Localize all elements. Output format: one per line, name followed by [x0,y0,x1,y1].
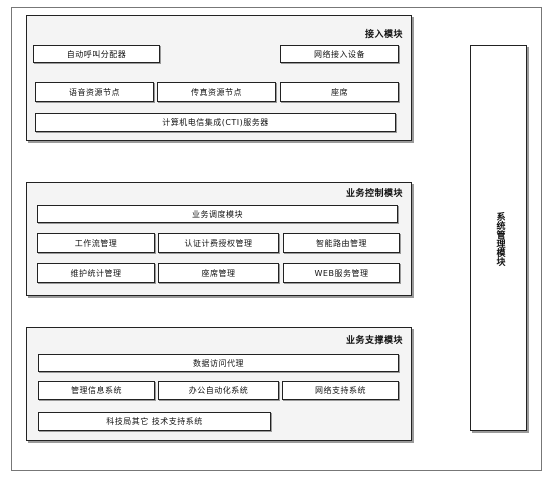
support-module-title: 业务支撑模块 [345,336,403,346]
seat-box: 座席 [280,82,399,102]
auto-call-distributor-box: 自动呼叫分配器 [33,45,160,63]
office-automation-box: 办公自动化系统 [158,381,279,400]
access-module-title: 接入模块 [364,30,403,40]
system-management-module: 系统管理模块 [470,45,527,431]
control-module-group: 业务控制模块 业务调度模块 工作流管理 认证计费授权管理 智能路由管理 维护统计… [26,182,412,296]
voice-resource-node-box: 语音资源节点 [35,82,154,102]
network-support-box: 网络支持系统 [282,381,399,400]
maintenance-stats-box: 维护统计管理 [37,263,155,283]
workflow-management-box: 工作流管理 [37,233,155,253]
web-service-management-box: WEB服务管理 [283,263,400,283]
system-management-label: 系统管理模块 [494,212,505,266]
access-module-group: 接入模块 自动呼叫分配器 网络接入设备 语音资源节点 传真资源节点 座席 计算机… [26,15,412,141]
intelligent-routing-box: 智能路由管理 [283,233,400,253]
network-access-device-box: 网络接入设备 [280,45,399,63]
seat-management-box: 座席管理 [158,263,279,283]
support-module-group: 业务支撑模块 数据访问代理 管理信息系统 办公自动化系统 网络支持系统 科技局其… [26,327,412,441]
auth-billing-management-box: 认证计费授权管理 [158,233,279,253]
management-info-system-box: 管理信息系统 [38,381,155,400]
data-access-proxy-box: 数据访问代理 [38,354,399,372]
cti-server-box: 计算机电信集成(CTI)服务器 [35,113,396,132]
control-module-title: 业务控制模块 [345,189,403,199]
business-scheduling-box: 业务调度模块 [37,205,398,223]
fax-resource-node-box: 传真资源节点 [157,82,276,102]
other-tech-support-box: 科技局其它 技术支持系统 [38,412,271,431]
